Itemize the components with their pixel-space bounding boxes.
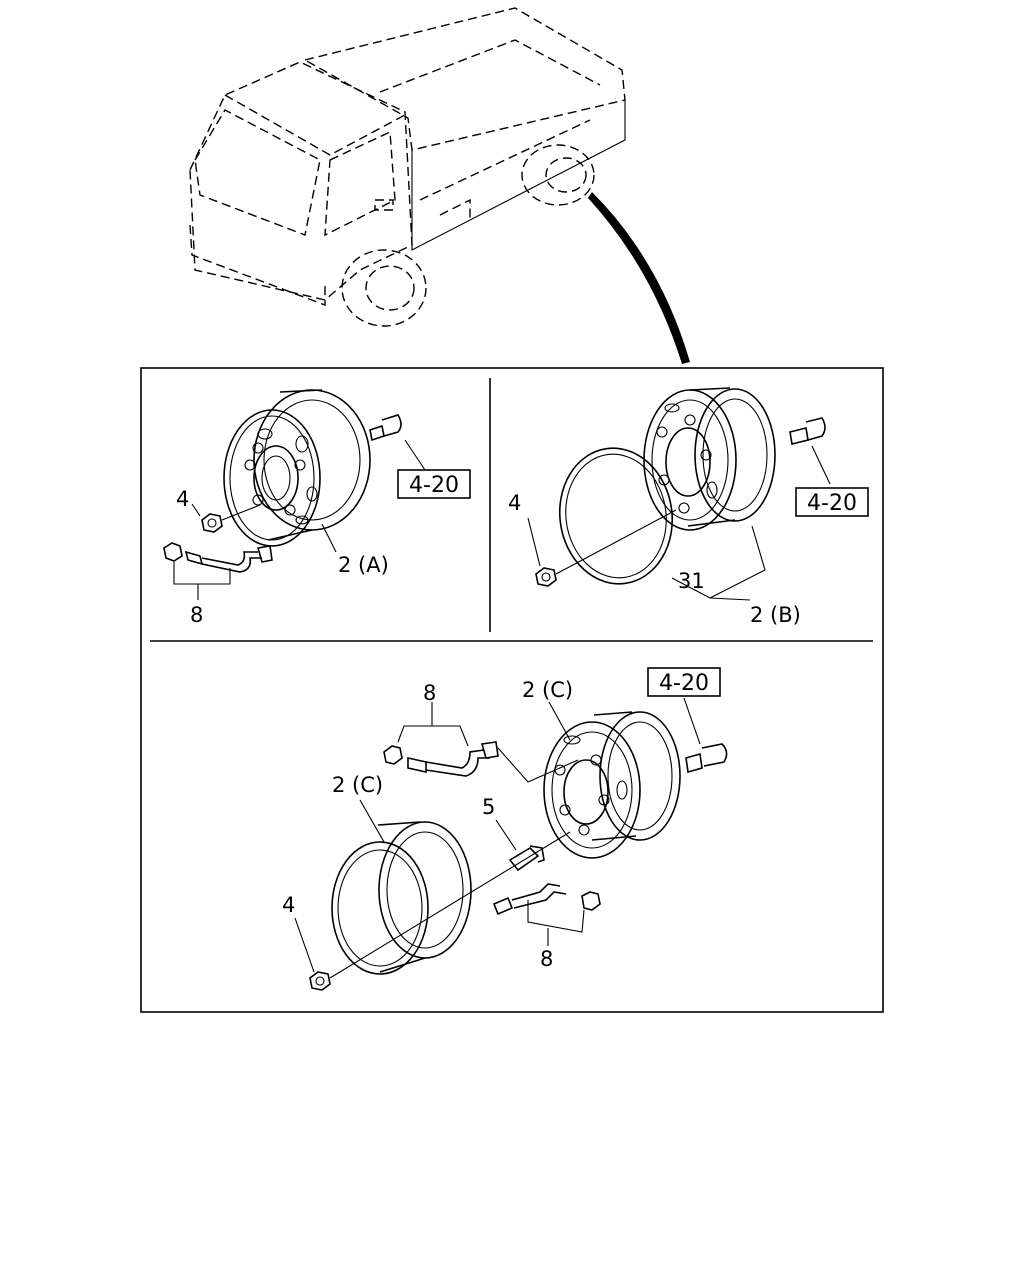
wheel-a-group [163,389,426,600]
ref-label-bottom: 4-20 [659,671,709,696]
label-wheel-c-inner: 2 (C) [522,678,573,702]
truck-illustration [189,7,690,364]
ref-box-bottom [647,667,721,697]
ref-label-top-right: 4-20 [807,491,857,516]
label-valve-bottom-lower: 8 [540,947,553,971]
label-stud: 5 [482,795,495,819]
label-nut-top-right: 4 [508,491,521,515]
ref-box-top-right [795,487,869,517]
label-wheel-b: 2 (B) [750,603,801,627]
label-ring: 31 [678,569,705,593]
ref-label-top-left: 4-20 [409,473,459,498]
label-valve-bottom-upper: 8 [423,681,436,705]
ref-box-top-left [397,469,471,499]
dual-wheel-group [294,697,728,991]
label-nut-bottom: 4 [282,893,295,917]
label-wheel-a: 2 (A) [338,553,389,577]
label-nut-top-left: 4 [176,487,189,511]
parts-frame [140,367,884,1013]
label-wheel-c-outer: 2 (C) [332,773,383,797]
wheel-b-group [527,387,831,601]
label-valve-top-left: 8 [190,603,203,627]
